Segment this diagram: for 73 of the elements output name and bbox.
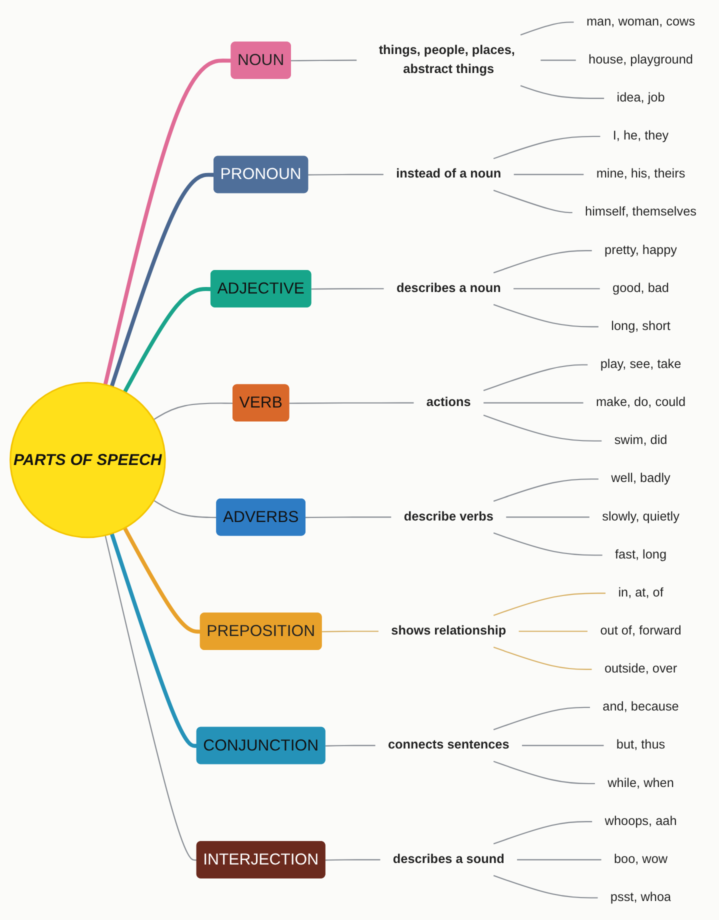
connector [493, 821, 592, 844]
node-text: good, bad [612, 282, 669, 296]
connector [290, 60, 356, 62]
connector [288, 402, 414, 404]
connector [110, 532, 197, 748]
node-text: play, see, take [600, 358, 681, 372]
node-text: while, when [607, 776, 674, 790]
node-text: swim, did [614, 434, 667, 448]
node-text: boo, wow [614, 852, 668, 866]
connector [483, 414, 602, 442]
connector [540, 60, 576, 61]
connector [322, 630, 378, 632]
node-text: man, woman, cows [586, 15, 695, 29]
connector [520, 22, 574, 36]
connector [305, 516, 391, 518]
node-text: instead of a noun [396, 167, 501, 181]
connector [483, 364, 588, 392]
connector [518, 630, 588, 632]
connector [493, 875, 598, 898]
node-text: slowly, quietly [602, 510, 680, 524]
connector [325, 859, 380, 861]
node-text: long, short [610, 320, 670, 334]
connector [153, 402, 234, 420]
connector [493, 250, 592, 274]
connector [325, 744, 376, 746]
connector [493, 592, 606, 616]
connector [103, 58, 232, 386]
node-text: describes a sound [392, 852, 504, 866]
node-text: things, people, places, abstract things [378, 44, 515, 76]
node-text: in, at, of [618, 586, 664, 600]
node-text: describes a noun [396, 282, 501, 296]
connector [483, 402, 584, 404]
connector [310, 288, 384, 290]
connector [493, 136, 600, 160]
node-text: and, because [602, 700, 679, 714]
node-text: psst, whoa [610, 890, 671, 904]
connector [522, 744, 604, 746]
node-circle: PARTS OF SPEECH [9, 382, 166, 538]
node-text: but, thus [616, 738, 665, 752]
node-text: shows relationship [390, 624, 506, 638]
connector [493, 646, 592, 670]
connector [493, 190, 572, 214]
connector [520, 85, 604, 99]
node-text: connects sentences [388, 738, 510, 752]
node-text: out of, forward [600, 624, 682, 638]
connector [122, 527, 200, 634]
node-text: actions [426, 396, 471, 410]
connector [493, 706, 590, 730]
connector [513, 288, 600, 290]
node-text: well, badly [610, 472, 670, 486]
node-text: describe verbs [404, 510, 494, 524]
connector [516, 859, 601, 860]
connector [493, 478, 598, 502]
connector [110, 172, 214, 388]
node-text: himself, themselves [584, 205, 696, 219]
node-text: I, he, they [612, 129, 668, 143]
node-text: house, playground [588, 53, 693, 67]
node-text: make, do, could [596, 396, 686, 410]
connector [493, 532, 602, 556]
node-text: idea, job [616, 91, 664, 105]
node-text: fast, long [614, 548, 666, 562]
node-text: pretty, happy [604, 243, 677, 257]
connector [104, 535, 197, 861]
connector [153, 500, 217, 518]
connector [308, 174, 384, 176]
node-text: outside, over [604, 662, 677, 676]
node-text: whoops, aah [604, 814, 676, 828]
connector [122, 287, 212, 393]
connector [514, 174, 584, 176]
connector [493, 304, 598, 328]
connector [506, 516, 590, 518]
node-text: mine, his, theirs [596, 167, 685, 181]
connector [493, 760, 595, 784]
